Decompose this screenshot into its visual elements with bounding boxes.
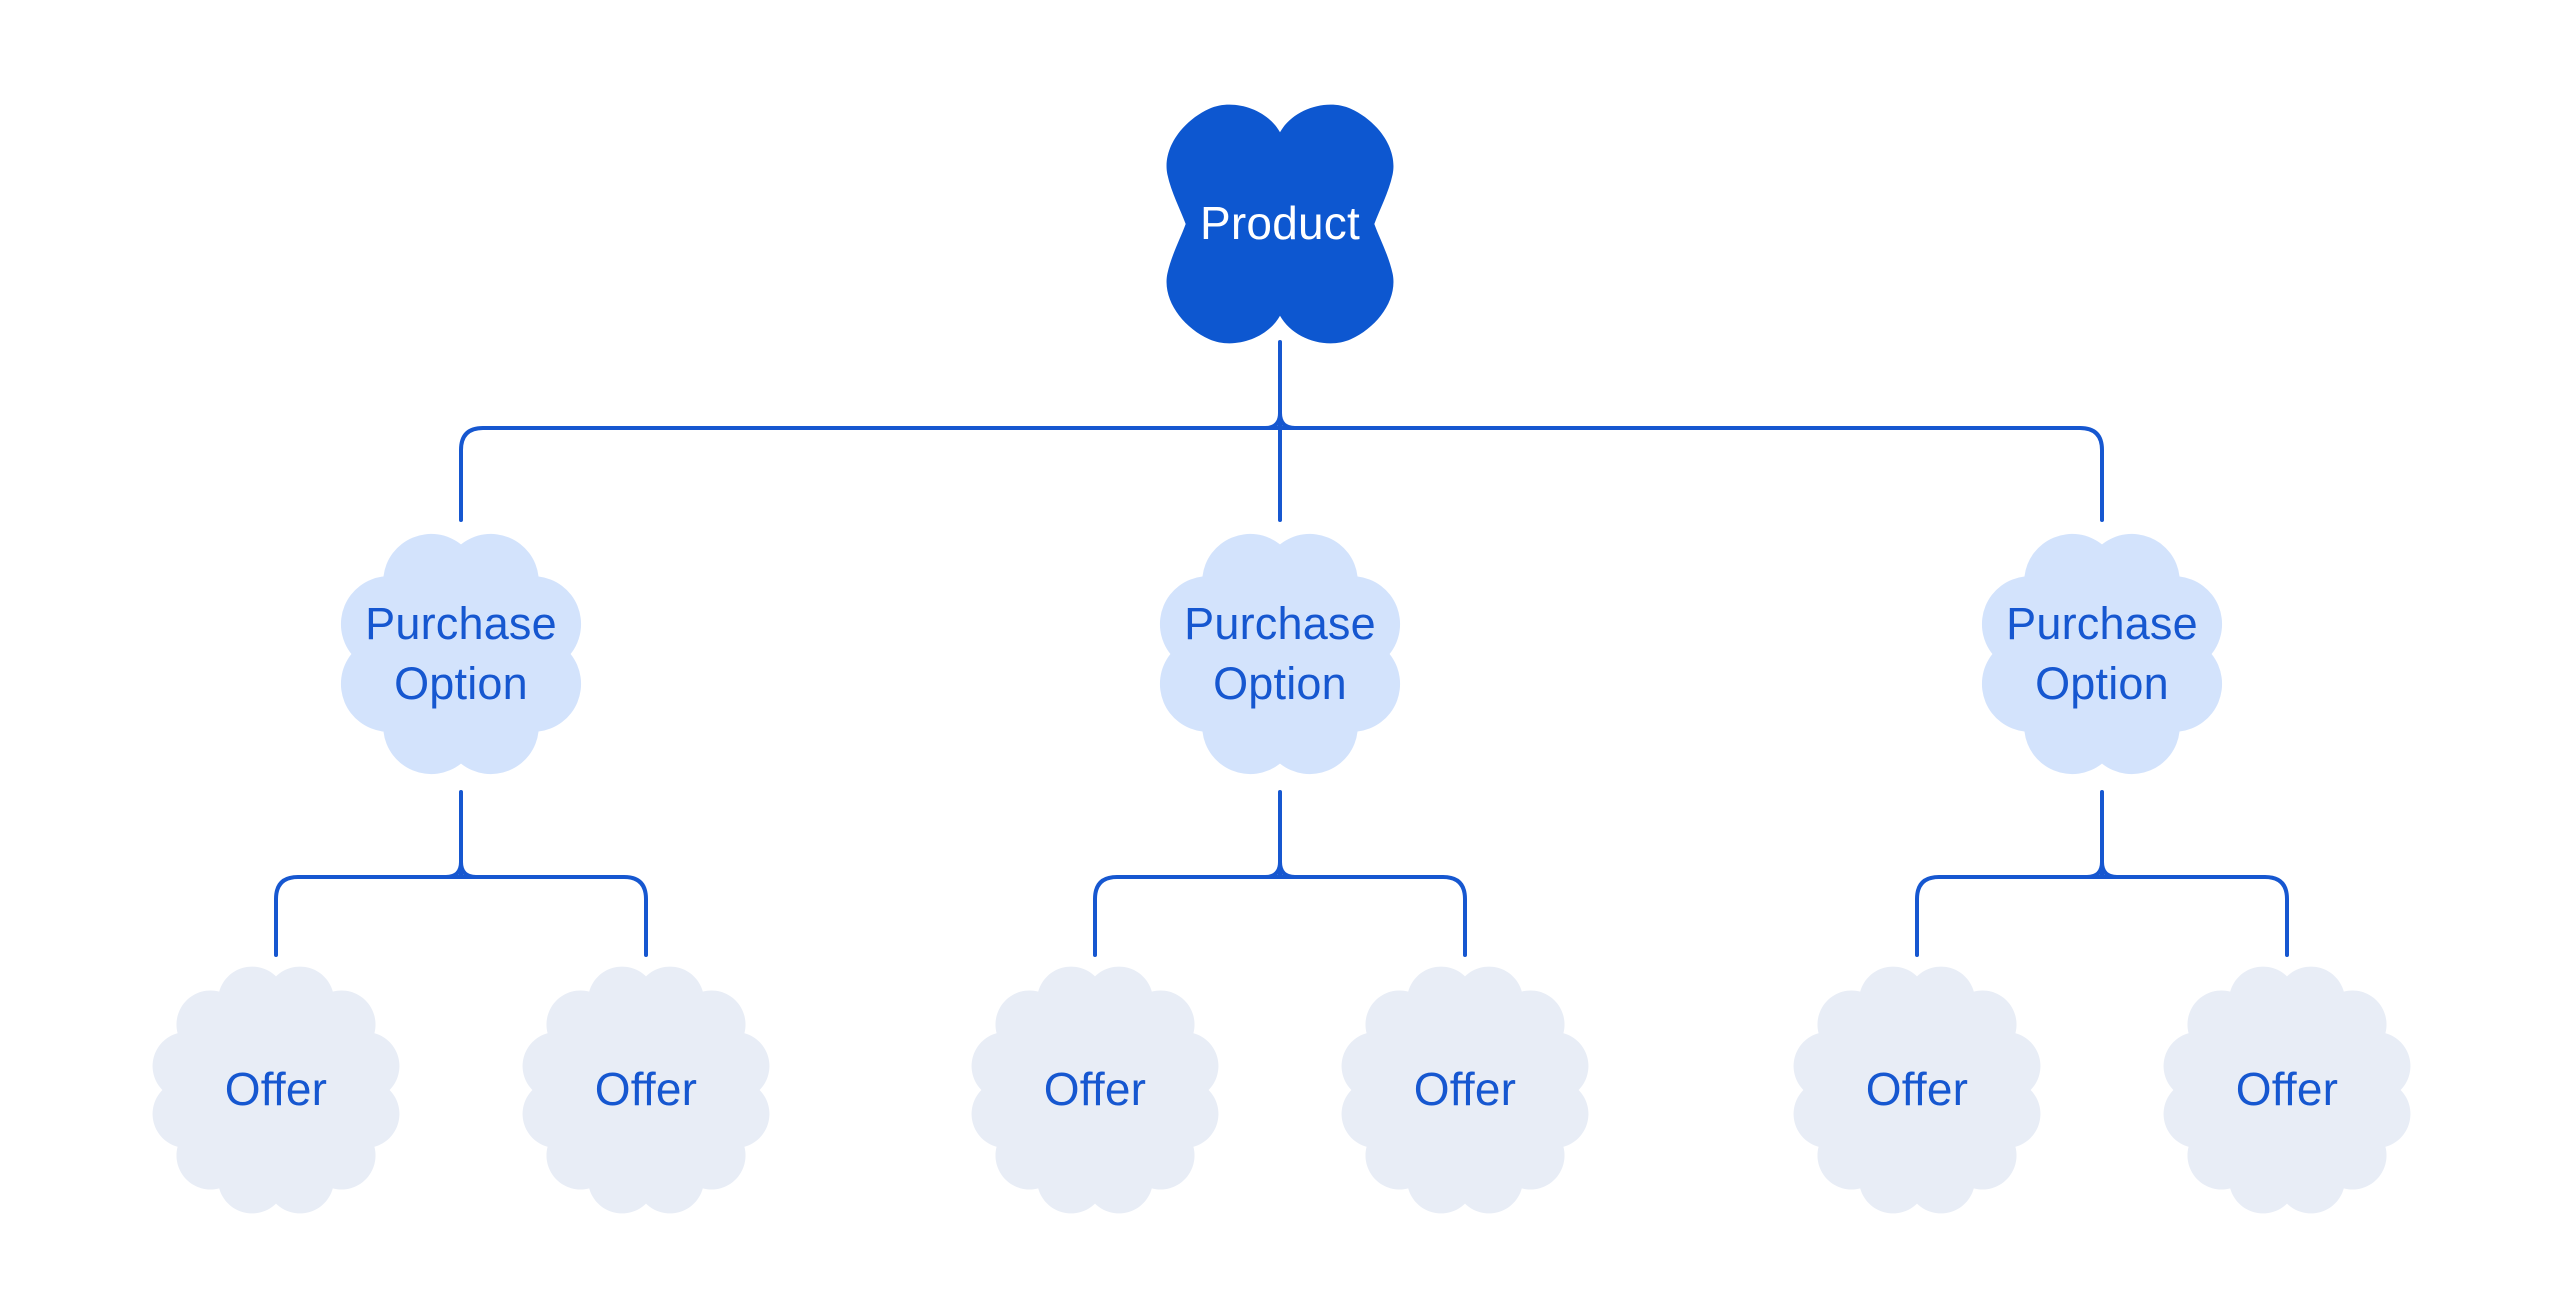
purchase-option-node-3: Purchase Option (1965, 517, 2239, 791)
connector-option2-bracket (1093, 875, 1467, 957)
connector-option2-fillet (1263, 860, 1297, 879)
scalloped-blob-icon (1159, 533, 1401, 775)
offer-label: Offer (594, 1063, 698, 1116)
offer-node-3: Offer (953, 948, 1237, 1232)
purchase-option-node-1: Purchase Option (324, 517, 598, 791)
connector-option3-fillet (2085, 860, 2119, 879)
offer-node-5: Offer (1775, 948, 2059, 1232)
scalloped-blob-icon (1793, 966, 2041, 1214)
offer-node-2: Offer (504, 948, 788, 1232)
purchase-option-label: Purchase Option (2006, 597, 2198, 709)
connector-level1-bracket (459, 426, 2104, 522)
connector-option1-fillet (444, 860, 478, 879)
product-label: Product (1200, 197, 1360, 250)
offer-label: Offer (1043, 1063, 1147, 1116)
connector-option3-bracket (1915, 875, 2289, 957)
offer-node-4: Offer (1323, 948, 1607, 1232)
offer-node-1: Offer (134, 948, 418, 1232)
scalloped-blob-icon (1981, 533, 2223, 775)
purchase-option-node-2: Purchase Option (1143, 517, 1417, 791)
scalloped-blob-icon (152, 966, 400, 1214)
offer-node-6: Offer (2145, 948, 2429, 1232)
clover-blob-icon (1166, 104, 1394, 344)
scalloped-blob-icon (1341, 966, 1589, 1214)
scalloped-blob-icon (340, 533, 582, 775)
offer-label: Offer (1413, 1063, 1517, 1116)
connector-option1-bracket (274, 875, 648, 957)
scalloped-blob-icon (2163, 966, 2411, 1214)
purchase-option-label: Purchase Option (365, 597, 557, 709)
offer-label: Offer (2235, 1063, 2339, 1116)
purchase-option-label: Purchase Option (1184, 597, 1376, 709)
offer-label: Offer (1865, 1063, 1969, 1116)
product-node: Product (1149, 93, 1411, 355)
scalloped-blob-icon (522, 966, 770, 1214)
scalloped-blob-icon (971, 966, 1219, 1214)
offer-label: Offer (224, 1063, 328, 1116)
connector-level1-fillet (1263, 411, 1297, 430)
